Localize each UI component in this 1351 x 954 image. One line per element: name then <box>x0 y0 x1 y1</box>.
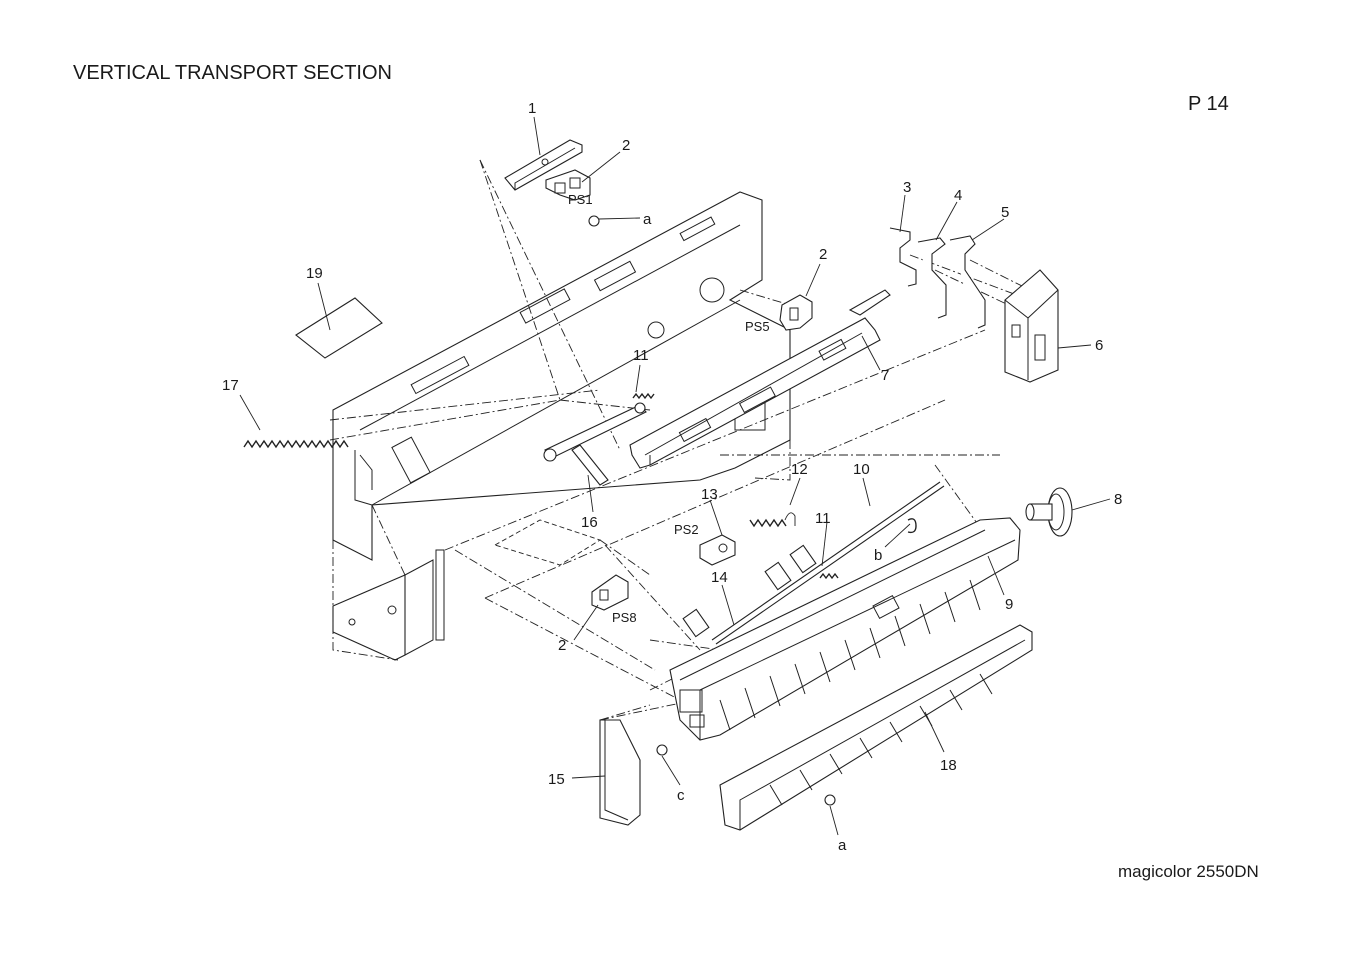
part-2-sensor-ps8 <box>591 574 629 611</box>
part-15-side-cover <box>599 719 641 826</box>
screw-label-c: c <box>677 787 685 804</box>
callout-4: 4 <box>954 187 962 204</box>
part-4-arm <box>917 237 947 319</box>
part-5-arm <box>949 235 986 329</box>
leader-lines <box>239 116 1111 779</box>
callout-10: 10 <box>853 461 870 478</box>
sensor-label-ps8: PS8 <box>612 610 637 625</box>
part-13-sensor-ps2 <box>699 534 736 566</box>
part-10-shaft <box>682 481 945 645</box>
callout-3: 3 <box>903 179 911 196</box>
callout-12: 12 <box>791 461 808 478</box>
part-16-lever <box>543 402 647 486</box>
callout-2-ps5: 2 <box>819 246 827 263</box>
model-name: magicolor 2550DN <box>1118 862 1259 881</box>
callout-13: 13 <box>701 486 718 503</box>
callout-1: 1 <box>528 100 536 117</box>
main-frame <box>332 191 791 661</box>
callout-17: 17 <box>222 377 239 394</box>
callout-9: 9 <box>1005 596 1013 613</box>
sensor-label-ps1: PS1 <box>568 192 593 207</box>
page-number: P 14 <box>1188 93 1229 115</box>
screw-a-bottom <box>824 794 839 836</box>
callout-2-ps1: 2 <box>622 137 630 154</box>
sensor-label-ps2: PS2 <box>674 522 699 537</box>
callout-14: 14 <box>711 569 728 586</box>
screw-label-a-bottom: a <box>838 837 847 854</box>
part-8-gear <box>1025 487 1073 537</box>
part-12-spring <box>749 512 796 528</box>
callout-16: 16 <box>581 514 598 531</box>
part-b-clip <box>907 518 917 534</box>
callout-11-lower: 11 <box>815 510 831 527</box>
part-2-sensor-ps5 <box>779 294 813 331</box>
part-17-spring <box>243 439 349 449</box>
callout-18: 18 <box>940 757 957 774</box>
part-11-spring-upper <box>632 392 655 400</box>
callout-2-ps8: 2 <box>558 637 566 654</box>
screw-label-b: b <box>874 547 882 564</box>
callout-8: 8 <box>1114 491 1122 508</box>
screw-label-a-top: a <box>643 211 652 228</box>
part-1-bracket <box>504 139 583 191</box>
callout-7: 7 <box>881 367 889 384</box>
part-6-housing <box>1004 269 1059 383</box>
part-19-label <box>295 297 383 359</box>
callout-11-upper: 11 <box>633 347 649 364</box>
page-title: VERTICAL TRANSPORT SECTION <box>73 62 392 84</box>
screw-c <box>656 744 681 786</box>
part-11-spring-lower <box>819 572 839 580</box>
sensor-label-ps5: PS5 <box>745 319 770 334</box>
screw-a-top <box>588 215 641 227</box>
callout-6: 6 <box>1095 337 1103 354</box>
part-2-sensor-ps1 <box>545 169 591 201</box>
callout-5: 5 <box>1001 204 1009 221</box>
callout-15: 15 <box>548 771 565 788</box>
assembly-lines <box>329 159 1041 721</box>
part-9-transport-guide <box>669 517 1021 741</box>
part-3-arm <box>889 227 917 287</box>
callout-19: 19 <box>306 265 323 282</box>
part-7-guide <box>629 289 891 469</box>
part-18-lower-cover <box>719 624 1033 831</box>
